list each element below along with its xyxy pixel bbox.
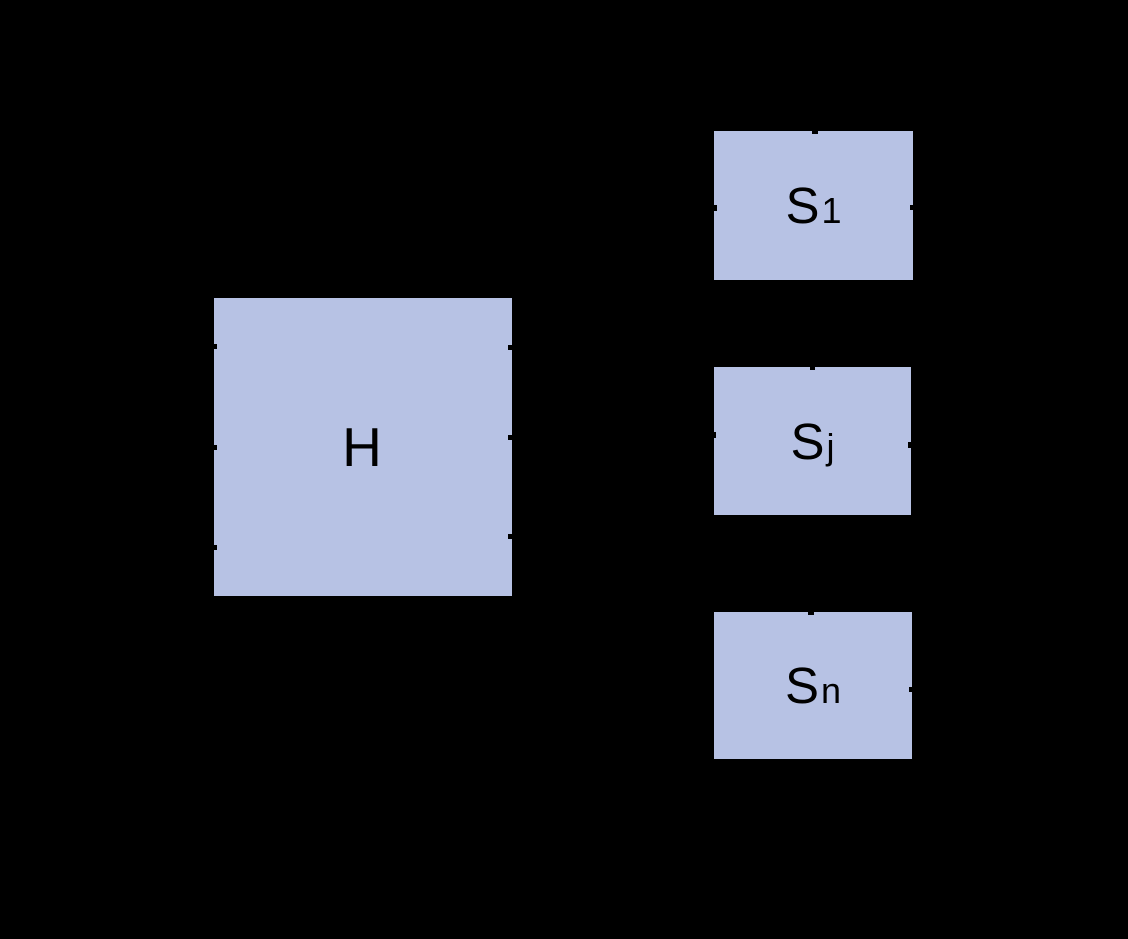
connector-tick: [713, 205, 717, 211]
node-label-main: S: [790, 412, 825, 470]
connector-tick: [508, 345, 513, 350]
connector-tick: [508, 534, 513, 539]
node-label-main: S: [784, 657, 819, 714]
connector-tick: [812, 131, 818, 134]
connector-tick: [212, 445, 217, 450]
connector-tick: [212, 344, 217, 349]
connector-tick: [212, 545, 217, 550]
node-label-subscript: n: [821, 670, 842, 711]
node-label-main: H: [342, 415, 382, 478]
connector-tick: [508, 435, 513, 440]
spoke-node-label: Sn: [785, 660, 841, 711]
spoke-node-label: S1: [785, 180, 841, 231]
connector-tick: [909, 687, 914, 692]
spoke-node-s1: S1: [714, 131, 913, 280]
spoke-node-sj: Sj: [714, 367, 911, 515]
node-label-main: S: [785, 177, 820, 234]
hub-node-h: H: [214, 298, 512, 596]
connector-tick: [808, 612, 814, 615]
hub-node-label: H: [342, 419, 384, 475]
connector-tick: [711, 432, 716, 438]
connector-tick: [908, 442, 914, 448]
node-label-subscript: 1: [821, 190, 842, 231]
node-label-subscript: j: [826, 425, 835, 467]
spoke-node-sn: Sn: [714, 612, 912, 759]
spoke-node-label: Sj: [790, 416, 834, 467]
connector-tick: [910, 205, 915, 210]
connector-tick: [810, 367, 815, 370]
